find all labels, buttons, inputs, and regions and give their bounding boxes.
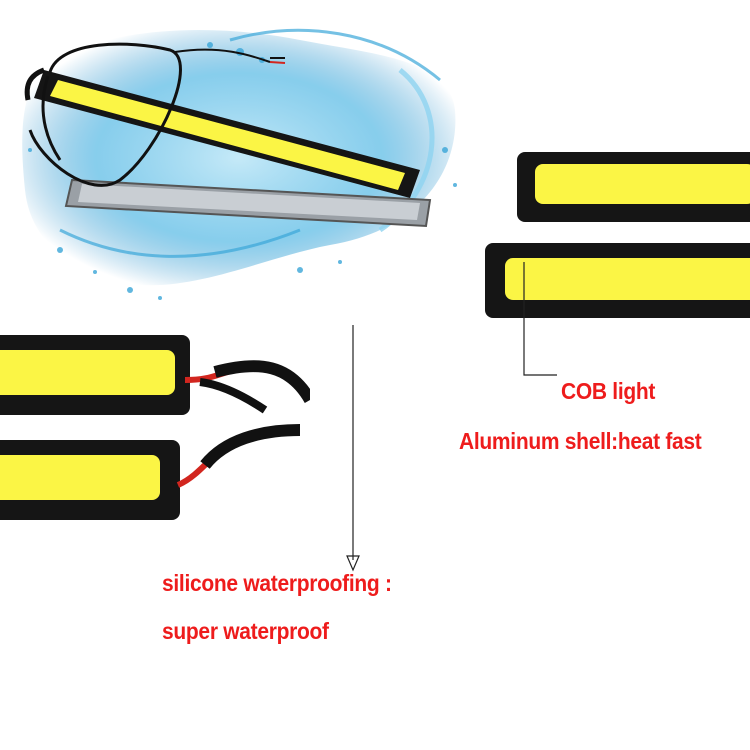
cob-led-strip-closeup-photo-icon <box>465 140 750 335</box>
aluminum-shell-caption: Aluminum shell:heat fast <box>459 429 702 455</box>
cob-light-caption: COB light <box>561 379 656 405</box>
led-strip-water-splash-photo-icon <box>22 28 457 300</box>
silicone-waterproof-wire-closeup-photo-icon <box>0 320 310 535</box>
arrow-down-icon <box>346 555 360 572</box>
silicone-waterproofing-caption: silicone waterproofing : <box>162 571 392 597</box>
super-waterproof-caption: super waterproof <box>162 619 329 645</box>
